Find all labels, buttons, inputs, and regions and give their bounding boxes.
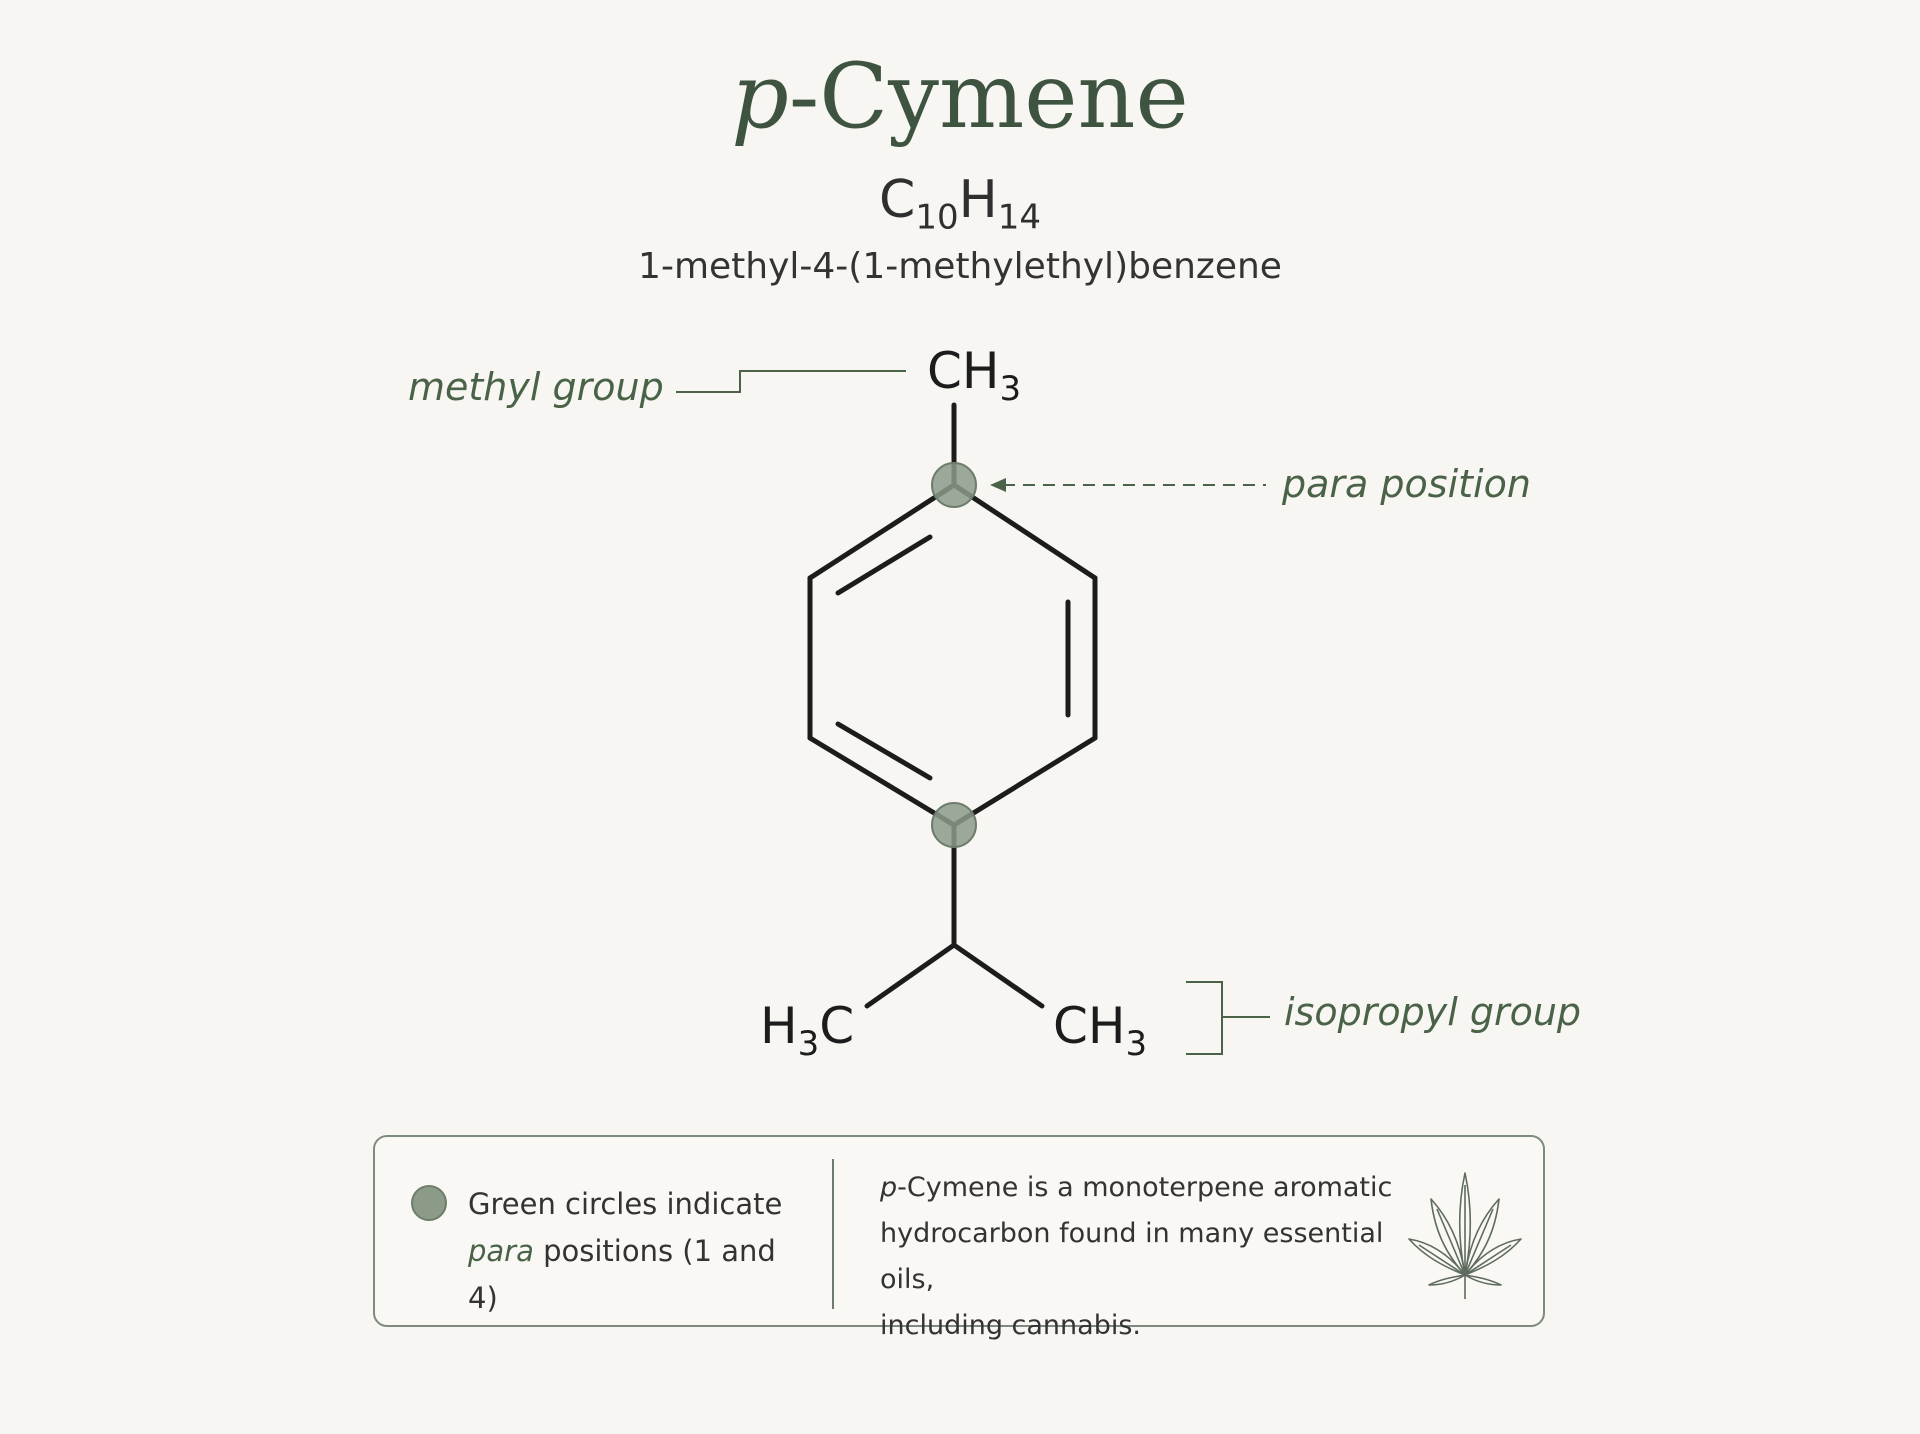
- title-prefix: p: [731, 44, 789, 149]
- legend-para-word: para: [468, 1234, 534, 1268]
- legend-description: p-Cymene is a monoterpene aromatic hydro…: [880, 1165, 1400, 1349]
- bond-ring-1: [951, 482, 1098, 581]
- desc-line-3: including cannabis.: [880, 1310, 1141, 1341]
- bond-ring-4: [807, 735, 957, 828]
- para-callout-label: para position: [1281, 462, 1531, 506]
- cannabis-leaf-icon: [1408, 1172, 1522, 1299]
- desc-line-1: -Cymene is a monoterpene aromatic: [897, 1172, 1393, 1203]
- double-bond-upper-left: [835, 534, 933, 596]
- legend-line-2: positions (1 and 4): [468, 1234, 776, 1315]
- isopropyl-callout-label: isopropyl group: [1284, 990, 1581, 1034]
- legend-line-1: Green circles indicate: [468, 1187, 783, 1221]
- desc-line-2: hydrocarbon found in many essential oils…: [880, 1218, 1384, 1295]
- desc-prefix: p: [880, 1172, 898, 1203]
- para-marker-bottom: [931, 802, 977, 848]
- green-circle-icon: [411, 1185, 447, 1221]
- bond-isopropyl-left: [864, 942, 957, 1009]
- left-methyl-label: H3C: [760, 997, 854, 1064]
- right-methyl-label: CH3: [1053, 997, 1147, 1064]
- para-marker-top: [931, 462, 977, 508]
- isopropyl-bracket: [1186, 981, 1223, 1055]
- double-bond-lower-left: [835, 721, 933, 781]
- formula-hydrogen: H: [958, 170, 998, 230]
- bond-isopropyl-right: [951, 942, 1045, 1009]
- page-title: p-Cymene: [0, 52, 1920, 142]
- title-rest: -Cymene: [788, 44, 1189, 149]
- formula-carbon-count: 10: [915, 197, 959, 238]
- bond-ring-3: [951, 735, 1098, 828]
- para-arrow-icon: [990, 478, 1006, 492]
- bond-ring-6: [807, 482, 957, 581]
- iupac-name: 1-methyl-4-(1-methylethyl)benzene: [638, 246, 1282, 287]
- formula-carbon: C: [879, 170, 916, 230]
- legend-box: Green circles indicate para positions (1…: [373, 1135, 1545, 1341]
- methyl-callout-line: [676, 370, 906, 393]
- legend-explanation: Green circles indicate para positions (1…: [468, 1181, 798, 1322]
- top-methyl-label: CH3: [927, 342, 1021, 409]
- formula-hydrogen-count: 14: [997, 197, 1041, 238]
- molecular-formula: C10H14: [0, 170, 1920, 237]
- legend-divider: [832, 1159, 834, 1309]
- methyl-callout-label: methyl group: [408, 365, 664, 409]
